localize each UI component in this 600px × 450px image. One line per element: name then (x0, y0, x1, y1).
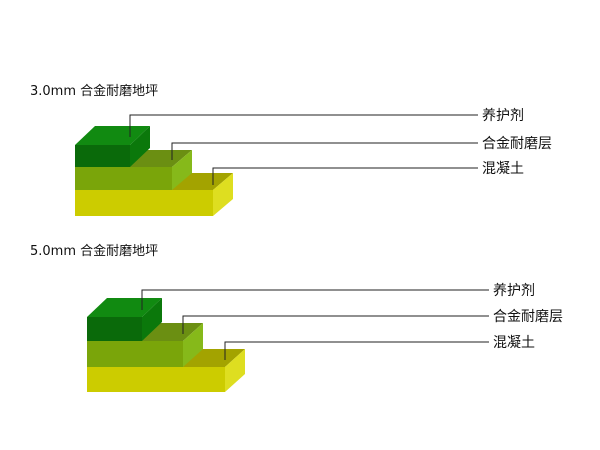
leader-line-curing-agent (129, 114, 478, 137)
leader-line-alloy-layer (171, 142, 478, 160)
curing-agent-front (75, 145, 130, 167)
diagram-3mm: 3.0mm 合金耐磨地坪 养护剂 合金耐磨层 混凝土 (30, 83, 552, 216)
leader-line-concrete (212, 167, 478, 185)
curing-agent-side (130, 126, 150, 167)
diagram-5mm: 5.0mm 合金耐磨地坪 养护剂 合金耐磨层 混凝土 (30, 243, 563, 392)
leader-line-curing-agent (141, 289, 489, 310)
leader-line-concrete (224, 341, 489, 360)
concrete-side (213, 173, 233, 216)
concrete-front (75, 190, 213, 216)
alloy-layer-front (75, 167, 172, 190)
leader-line-alloy-layer (182, 315, 489, 334)
diagram-title: 5.0mm 合金耐磨地坪 (30, 243, 158, 259)
alloy-layer-front (87, 341, 183, 367)
alloy-layer-side (172, 150, 192, 190)
label-curing-agent: 养护剂 (493, 283, 535, 299)
curing-agent-top (87, 298, 162, 317)
curing-agent-top (75, 126, 150, 145)
label-concrete: 混凝土 (493, 335, 535, 351)
label-curing-agent: 养护剂 (482, 108, 524, 124)
curing-agent-front (87, 317, 142, 341)
concrete-side (225, 349, 245, 392)
label-alloy-layer: 合金耐磨层 (482, 136, 552, 152)
label-alloy-layer: 合金耐磨层 (493, 309, 563, 325)
alloy-layer-side (183, 323, 203, 367)
diagram-title: 3.0mm 合金耐磨地坪 (30, 83, 158, 99)
curing-agent-side (142, 298, 162, 341)
label-concrete: 混凝土 (482, 161, 524, 177)
concrete-front (87, 367, 225, 392)
